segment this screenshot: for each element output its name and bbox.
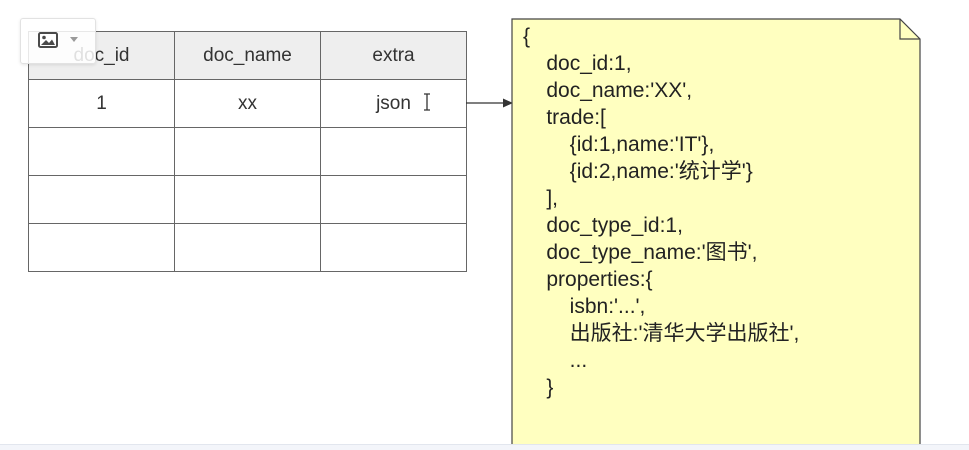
- note-line: ],: [523, 187, 559, 210]
- table-cell[interactable]: [174, 127, 321, 176]
- json-note[interactable]: { doc_id:1, doc_name:'XX', trade:[ {id:1…: [511, 18, 921, 450]
- cell-text: xx: [238, 92, 257, 114]
- table-cell[interactable]: [320, 175, 467, 224]
- note-line: {id:2,name:'统计学'}: [523, 160, 753, 183]
- cell-text: json: [376, 92, 411, 114]
- table-cell[interactable]: 1: [28, 79, 175, 128]
- note-text: { doc_id:1, doc_name:'XX', trade:[ {id:1…: [523, 23, 799, 401]
- table-cell[interactable]: [174, 175, 321, 224]
- note-line: doc_id:1,: [523, 52, 632, 75]
- table-cell[interactable]: [28, 127, 175, 176]
- table-cell[interactable]: json: [320, 79, 467, 128]
- table-header-row: doc_id doc_name extra: [28, 31, 467, 80]
- table-row: [28, 223, 467, 272]
- note-line: {id:1,name:'IT'},: [523, 133, 715, 156]
- text-cursor-icon: [424, 93, 430, 111]
- caret-down-icon: [70, 37, 78, 42]
- table-row: 1 xx json: [28, 79, 467, 128]
- table-cell[interactable]: xx: [174, 79, 321, 128]
- note-line: doc_type_id:1,: [523, 214, 683, 237]
- note-line: ...: [523, 349, 588, 372]
- note-shape: [511, 18, 921, 450]
- note-line: {: [523, 25, 531, 48]
- table-cell[interactable]: [320, 223, 467, 272]
- picture-icon: [38, 32, 58, 48]
- note-line: 出版社:'清华大学出版社',: [523, 322, 800, 345]
- note-line: doc_type_name:'图书',: [523, 241, 758, 264]
- table-row: [28, 127, 467, 176]
- table-cell[interactable]: [28, 175, 175, 224]
- cell-text: 1: [96, 92, 107, 114]
- table-cell[interactable]: [174, 223, 321, 272]
- note-line: doc_name:'XX',: [523, 79, 693, 102]
- image-menu-button[interactable]: [20, 18, 96, 64]
- note-line: }: [523, 376, 554, 399]
- note-line: isbn:'...',: [523, 295, 646, 318]
- bottom-scroll-strip: [0, 444, 969, 450]
- table-cell[interactable]: [320, 127, 467, 176]
- note-line: properties:{: [523, 268, 653, 291]
- table-row: [28, 175, 467, 224]
- note-line: trade:[: [523, 106, 606, 129]
- doc-table: doc_id doc_name extra 1 xx json: [28, 31, 467, 272]
